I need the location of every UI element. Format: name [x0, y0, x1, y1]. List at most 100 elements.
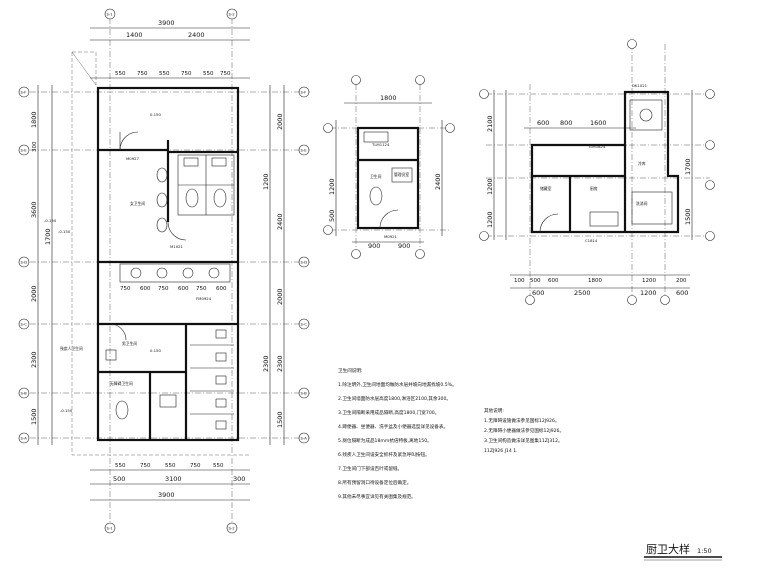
level-mark: -0.150	[44, 218, 57, 223]
notes-side: 其他说明: 1.无障碍设施做法参见国标12J926。 2.无障碍小便器做法参见国…	[484, 407, 564, 454]
dim-right: 2300	[262, 355, 270, 372]
room-label: 洗消间	[636, 201, 648, 206]
dim-bottom: 1200	[640, 289, 657, 297]
dim-left: 2100	[486, 115, 494, 132]
dim-left: 1800	[30, 111, 38, 128]
level-mark: 0.150	[150, 112, 161, 117]
plan-b: 1800 1200 500 2400 900 900 TLM1124 M0921…	[323, 75, 455, 259]
dim-top: 1800	[380, 94, 397, 102]
dim-left: 3600	[30, 201, 38, 218]
axis-label: S-D	[21, 260, 28, 265]
room-label: 厨房	[590, 186, 598, 191]
dim-bottom: 900	[368, 242, 380, 250]
room-label: 冷库	[638, 161, 646, 166]
dim-top: 1600	[590, 119, 607, 127]
dim-bottom-sub: 550	[213, 463, 224, 469]
dim-top-sub: 550	[159, 71, 170, 77]
dim-bottom-sub: 500	[530, 278, 541, 284]
dim-bottom: 2500	[574, 289, 591, 297]
dim-left: 1700	[44, 228, 52, 245]
dim-top: 800	[560, 119, 572, 127]
room-label: 女卫生间	[130, 201, 145, 206]
door-label: M0927	[126, 156, 140, 161]
drawing-title: 厨卫大样 1:50	[644, 542, 722, 561]
note-line: 7.卫生间门下部设百叶或留缝。	[338, 465, 402, 472]
axis-label: S-A	[21, 436, 28, 441]
title-scale: 1:50	[697, 547, 712, 555]
note-line: 1.除注明外,卫生间地面均做防水层并坡向地漏找坡0.5%。	[338, 381, 457, 388]
dim-bottom-sub: 750	[190, 463, 201, 469]
door-label: TLM1124	[371, 142, 390, 147]
axis-label: S-E	[301, 148, 308, 153]
note-line: 其他说明:	[484, 407, 504, 414]
dim-right: 2400	[276, 213, 284, 230]
notes-main: 卫生间说明: 1.除注明外,卫生间地面均做防水层并坡向地漏找坡0.5%。 2.卫…	[338, 367, 457, 500]
dim-top-sub: 750	[220, 71, 231, 77]
dim-bottom-sub: 100	[514, 278, 525, 284]
room-label: 男卫生间	[122, 341, 137, 346]
note-line: 4.蹲便器、坐便器、洗手盆及小便器选型详见设备表。	[338, 423, 448, 430]
note-line: 2.无障碍小便器做法参见国标12J926。	[484, 427, 564, 434]
door-label: FM0924	[196, 296, 212, 301]
axis-label: S-A	[301, 436, 308, 441]
dim-top-part: 2400	[188, 31, 205, 39]
dim-mid: 750	[120, 286, 131, 292]
dim-mid: 600	[140, 286, 151, 292]
dim-right: 2400	[434, 173, 442, 190]
note-line: 8.所有预留洞口待设备定位后确定。	[338, 479, 411, 486]
dim-bottom-sub: 1800	[588, 278, 602, 284]
room-label: 储藏室	[540, 186, 552, 191]
axis-label: S-1	[107, 12, 114, 17]
room-label: 卫生间	[370, 174, 382, 179]
dim-bottom-sub: 550	[165, 463, 176, 469]
title-text: 厨卫大样	[646, 542, 690, 556]
door-label: M1021	[170, 244, 184, 249]
door-label: DK1021	[632, 83, 648, 88]
dim-left: 1200	[486, 211, 494, 228]
dim-bottom: 900	[398, 242, 410, 250]
dim-left: 500	[328, 210, 336, 222]
dim-mid: 600	[216, 286, 227, 292]
dim-bottom: 600	[532, 289, 544, 297]
dim-right: 1200	[262, 173, 270, 190]
dim-bottom: 600	[676, 289, 688, 297]
dim-bottom-sub: 1200	[642, 278, 656, 284]
axis-label: S-E	[21, 148, 28, 153]
dim-top-sub: 750	[181, 71, 192, 77]
dim-mid: 600	[178, 286, 189, 292]
note-line: 5.厕位隔断为成品18mm抗倍特板,离地150。	[338, 437, 432, 444]
axis-label: S-F	[21, 90, 27, 95]
axis-label: S-1	[107, 526, 114, 531]
dim-bottom-sub: 750	[140, 463, 151, 469]
dim-bottom-sub: 600	[548, 278, 559, 284]
dim-bottom-part: 500	[113, 475, 125, 483]
note-line: 卫生间说明:	[338, 367, 363, 374]
room-label: 管理员室	[394, 172, 409, 177]
room-label: 残疾人卫生间	[60, 346, 83, 351]
level-mark: -0.150	[60, 408, 73, 413]
dim-right: 2300	[276, 355, 284, 372]
dim-right: 2000	[276, 113, 284, 130]
dim-top-sub: 550	[203, 71, 214, 77]
dim-mid: 750	[158, 286, 169, 292]
level-mark: 0.150	[150, 348, 161, 353]
axis-label: S-B	[301, 391, 308, 396]
dim-top-sub: 750	[137, 71, 148, 77]
level-mark: -0.150	[58, 229, 71, 234]
note-line: 9.其他未尽事宜详见有关图集及规范。	[338, 493, 416, 500]
note-line: 6.残疾人卫生间设安全抓杆及紧急呼叫按钮。	[338, 451, 430, 458]
plan-c: 600 800 1600 2100 1200 1200 1700 1500 10…	[479, 39, 715, 305]
axis-label: S-C	[21, 322, 28, 327]
note-line: 1.无障碍设施做法参见国标12J926。	[484, 417, 559, 424]
dim-right: 1500	[684, 208, 692, 225]
axis-label: S-C	[301, 322, 308, 327]
dim-bottom-sub: 550	[115, 463, 126, 469]
axis-label: S-2	[229, 12, 236, 17]
note-line: 2.卫生间墙面防水层高度1800,淋浴区2100,其余300。	[338, 395, 451, 402]
dim-left: 1200	[486, 178, 494, 195]
door-label: M0921	[384, 234, 398, 239]
dim-top: 600	[537, 119, 549, 127]
note-line: 3.卫生间隔断采用成品隔断,高度1800,门宽700。	[338, 409, 439, 416]
axis-label: S-D	[301, 260, 308, 265]
